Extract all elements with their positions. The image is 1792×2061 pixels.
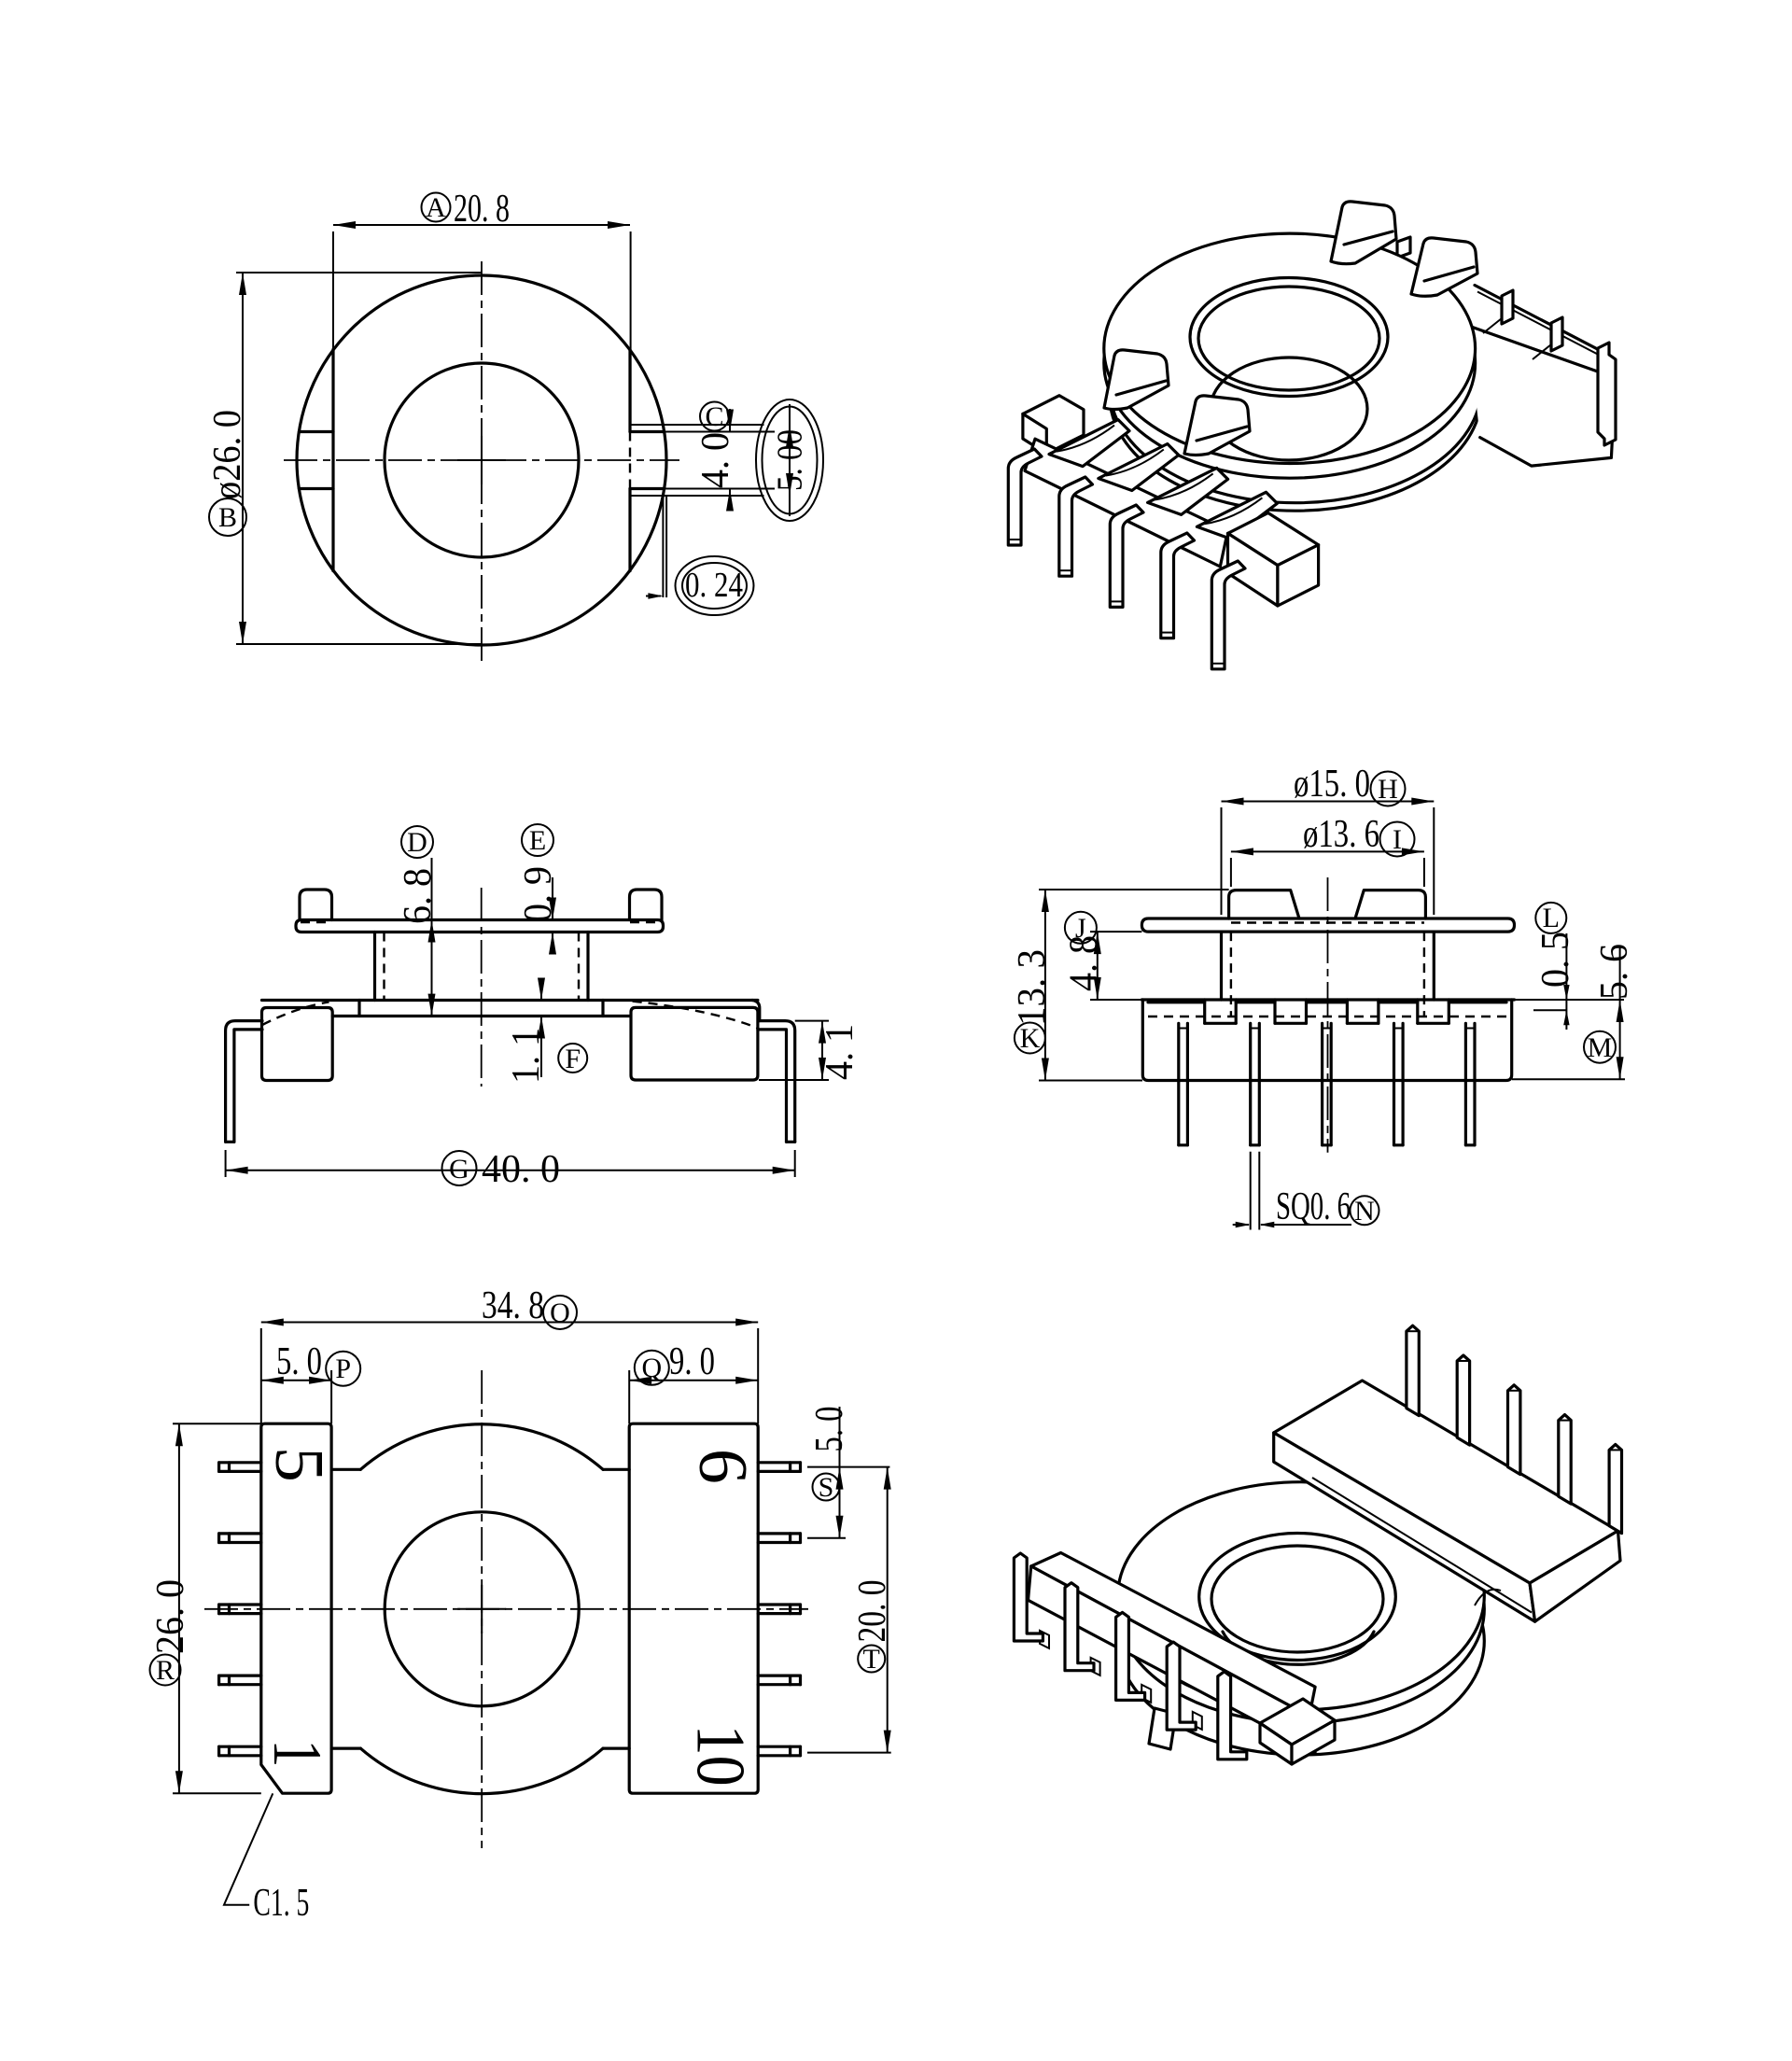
svg-text:E: E <box>529 825 546 856</box>
svg-text:M: M <box>1588 1032 1613 1063</box>
svg-text:K: K <box>1020 1023 1041 1054</box>
svg-text:26. 0: 26. 0 <box>149 1579 192 1654</box>
svg-text:4. 8: 4. 8 <box>1062 935 1105 991</box>
svg-text:40. 0: 40. 0 <box>482 1148 560 1191</box>
svg-text:D: D <box>407 827 427 858</box>
svg-text:J: J <box>1075 913 1086 944</box>
svg-text:6: 6 <box>684 1449 761 1484</box>
svg-text:5. 6: 5. 6 <box>1593 944 1636 1000</box>
svg-text:5. 00: 5. 00 <box>771 429 810 491</box>
svg-text:B: B <box>218 502 237 533</box>
svg-text:13. 3: 13. 3 <box>1011 949 1054 1026</box>
svg-text:G: G <box>449 1154 469 1185</box>
svg-text:6. 8: 6. 8 <box>397 868 440 924</box>
svg-text:1. 1: 1. 1 <box>505 1028 548 1084</box>
svg-text:0. 9: 0. 9 <box>517 866 560 922</box>
svg-text:0. 24: 0. 24 <box>685 566 743 605</box>
svg-text:O: O <box>550 1297 570 1328</box>
svg-text:P: P <box>335 1353 351 1384</box>
svg-text:S: S <box>819 1472 834 1503</box>
svg-text:5: 5 <box>260 1447 337 1482</box>
svg-text:R: R <box>156 1655 175 1686</box>
svg-text:A: A <box>426 192 446 223</box>
svg-text:ø26. 0: ø26. 0 <box>206 410 249 499</box>
svg-text:T: T <box>863 1644 880 1675</box>
svg-text:20. 8: 20. 8 <box>454 188 510 231</box>
svg-text:34. 8: 34. 8 <box>482 1284 544 1327</box>
svg-text:1: 1 <box>259 1739 335 1767</box>
svg-text:I: I <box>1393 824 1402 855</box>
svg-text:ø15. 0: ø15. 0 <box>1294 763 1370 806</box>
svg-text:4. 1: 4. 1 <box>819 1024 861 1080</box>
svg-text:C: C <box>705 401 723 432</box>
svg-text:20. 0: 20. 0 <box>851 1580 894 1643</box>
svg-text:Q: Q <box>641 1353 662 1383</box>
svg-text:L: L <box>1543 903 1560 933</box>
svg-text:SQ0. 6: SQ0. 6 <box>1276 1185 1351 1228</box>
svg-text:5. 0: 5. 0 <box>808 1407 851 1452</box>
svg-text:4. 0: 4. 0 <box>694 432 737 488</box>
svg-text:N: N <box>1354 1196 1375 1227</box>
svg-text:H: H <box>1378 774 1398 805</box>
svg-text:10: 10 <box>682 1725 759 1787</box>
svg-text:C1. 5: C1. 5 <box>253 1882 309 1925</box>
svg-text:9. 0: 9. 0 <box>669 1340 715 1383</box>
svg-text:5. 0: 5. 0 <box>276 1340 322 1383</box>
svg-text:ø13. 6: ø13. 6 <box>1303 813 1379 856</box>
svg-text:0. 5: 0. 5 <box>1534 932 1577 988</box>
svg-text:F: F <box>565 1044 581 1074</box>
